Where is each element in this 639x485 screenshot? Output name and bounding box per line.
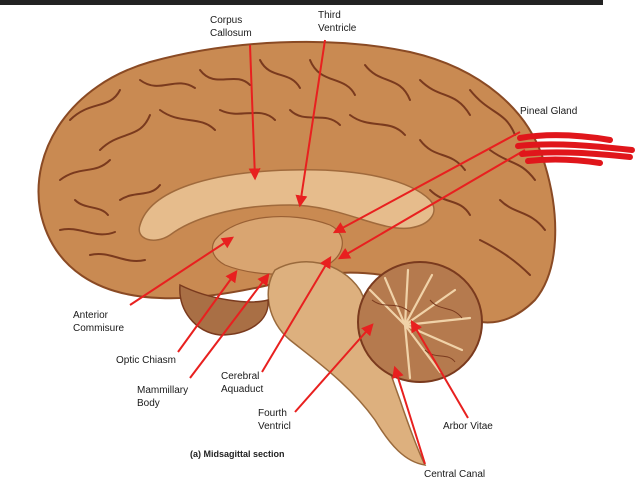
- arrow-anterior-commisure: [129, 236, 235, 306]
- brainstem-region: [267, 261, 427, 466]
- arrow-fourth-ventricl: [294, 323, 374, 413]
- arrow-arbor-vitae: [410, 319, 469, 419]
- label-third-ventricle: Third Ventricle: [318, 10, 357, 34]
- arrow-pineal-gland: [332, 131, 521, 234]
- label-optic-chiasm: Optic Chiasm: [116, 355, 177, 366]
- gyri-sulci-texture: [59, 59, 546, 276]
- cerebellum-region: [357, 261, 483, 383]
- label-cerebral-aquaduct: Cerebral Aquaduct: [221, 371, 264, 395]
- arrow-mammillary-body: [189, 273, 270, 379]
- figure-caption: (a) Midsagittal section: [190, 449, 285, 459]
- label-pineal-gland: Pineal Gland: [520, 106, 578, 117]
- pointer-arrows: [129, 39, 526, 465]
- temporal-lobe-lower: [179, 283, 269, 336]
- redaction-scribble: [515, 132, 635, 166]
- label-fourth-ventricl: Fourth Ventricl: [258, 408, 291, 432]
- arrow-cerebral-aquaduct: [261, 255, 332, 373]
- label-anterior-commisure: Anterior Commisure: [73, 310, 125, 334]
- arrow-redacted-label: [337, 149, 526, 260]
- label-mammillary-body: Mammillary Body: [137, 385, 189, 409]
- top-border-bar: [0, 0, 603, 5]
- arrow-optic-chiasm: [177, 270, 238, 353]
- arrow-corpus-callosum: [248, 44, 261, 181]
- arrow-central-canal: [392, 365, 426, 465]
- label-central-canal: Central Canal: [424, 469, 486, 480]
- label-arbor-vitae: Arbor Vitae: [443, 421, 493, 432]
- label-corpus-callosum: Corpus Callosum: [210, 15, 252, 39]
- arrow-third-ventricle: [295, 39, 326, 208]
